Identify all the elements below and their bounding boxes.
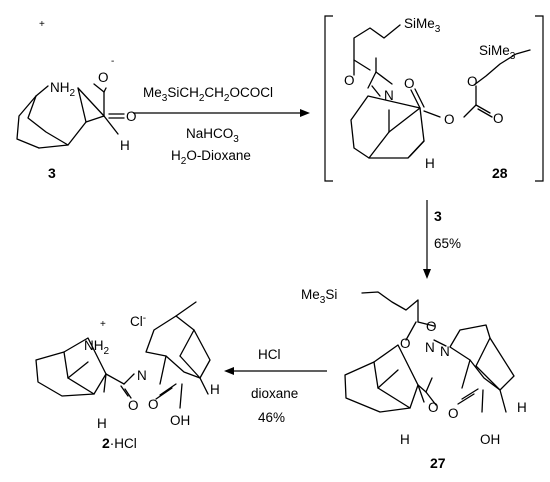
- simes-label-28b: SiMe3: [479, 43, 516, 62]
- yield-step-2: 65%: [434, 236, 461, 251]
- compound-number-27: 27: [430, 455, 446, 471]
- n-label-2: N: [137, 368, 147, 383]
- o-minus-label-3: O: [98, 70, 109, 85]
- reagent-step-2: 3: [434, 208, 442, 224]
- n-label-27b: N: [440, 344, 450, 359]
- me3si-label-27: Me3Si: [301, 287, 337, 306]
- charge-plus-3: +: [39, 19, 45, 30]
- arrow-step-2: [423, 200, 431, 279]
- o-label-28e: O: [493, 111, 504, 126]
- o-label-28b: O: [404, 76, 415, 91]
- compound-number-3: 3: [48, 165, 56, 181]
- o-label-2b: O: [148, 397, 159, 412]
- compound-number-2: 2·HCl: [102, 435, 137, 451]
- compound-2-hcl: [35, 301, 211, 409]
- o-label-3: O: [126, 109, 137, 124]
- bracket-right: [535, 15, 544, 182]
- yield-step-3: 46%: [258, 410, 285, 425]
- o-label-27c: O: [428, 400, 439, 415]
- o-label-27a: O: [426, 319, 437, 334]
- solvent-step-3: dioxane: [251, 386, 298, 401]
- charge-plus-2: +: [100, 319, 106, 330]
- compound-28: [350, 24, 531, 159]
- compound-27: [344, 291, 515, 413]
- h-label-27b: H: [517, 400, 527, 415]
- base-step-1: NaHCO3: [186, 126, 239, 145]
- nh2-label-3: NH2: [50, 80, 76, 99]
- simes-label-28a: SiMe3: [404, 16, 441, 35]
- n-label-27a: N: [425, 340, 435, 355]
- o-label-28d: O: [467, 74, 478, 89]
- arrow-step-3: [224, 367, 327, 375]
- o-label-2a: O: [128, 398, 139, 413]
- compound-number-28: 28: [492, 165, 508, 181]
- o-label-28a: O: [344, 73, 355, 88]
- nh2-label-2: NH2: [84, 338, 110, 357]
- o-label-28c: O: [444, 112, 455, 127]
- h-label-2b: H: [210, 382, 220, 397]
- compound-3: [16, 83, 125, 149]
- n-label-28: N: [384, 88, 394, 103]
- reagent-step-3: HCl: [258, 347, 281, 362]
- o-label-27b: O: [400, 336, 411, 351]
- h-label-27a: H: [400, 432, 410, 447]
- h-label-2a: H: [97, 416, 107, 431]
- reagent-step-1: Me3SiCH2CH2OCOCl: [143, 85, 273, 104]
- charge-minus-3: -: [111, 56, 114, 67]
- h-label-28: H: [425, 156, 435, 171]
- arrow-step-1: [133, 109, 310, 117]
- oh-label-2: OH: [170, 413, 190, 428]
- o-label-27d: O: [448, 406, 459, 421]
- bracket-left: [324, 15, 333, 182]
- cl-label-2: Cl-: [130, 313, 146, 329]
- solvent-step-1: H2O-Dioxane: [171, 148, 251, 167]
- oh-label-27: OH: [480, 432, 500, 447]
- h-label-3: H: [120, 138, 130, 153]
